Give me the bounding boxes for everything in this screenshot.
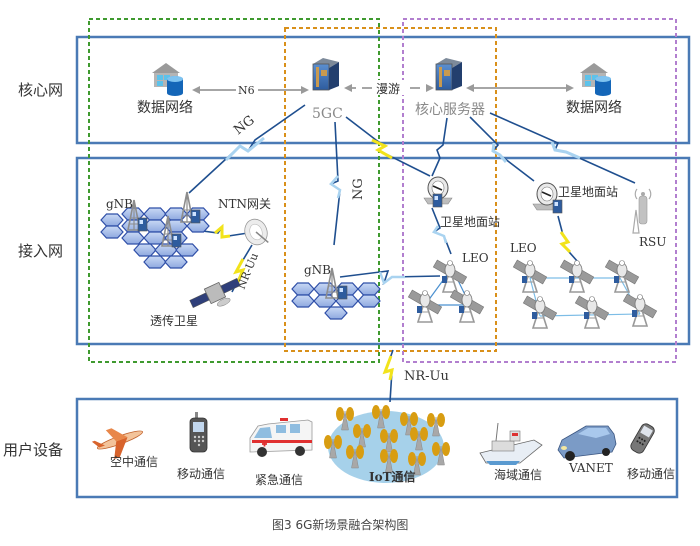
region-purple-dashed — [402, 18, 677, 363]
ground-station-1-label: 卫星地面站 — [440, 215, 500, 229]
layer-label-access: 接入网 — [18, 242, 63, 260]
user-device-label-vanet: VANET — [568, 461, 613, 475]
5gc-server-icon — [312, 57, 340, 91]
transparent-satellite-icon — [189, 278, 241, 308]
user-device-label-ambulance: 紧急通信 — [255, 472, 303, 487]
data-network-right-label: 数据网络 — [566, 100, 622, 116]
core-network-layer — [75, 35, 691, 145]
gnb-left-label: gNB — [106, 197, 133, 211]
roaming-label: 漫游 — [376, 82, 400, 96]
leo-satellite-icon — [512, 259, 548, 293]
access-network-layer — [75, 156, 691, 346]
layer-label-core: 核心网 — [18, 81, 63, 99]
data-network-right-icon — [580, 63, 611, 96]
leo-satellite-icon — [574, 295, 610, 329]
data-network-left-label: 数据网络 — [137, 100, 193, 116]
region-green-dashed — [88, 18, 380, 363]
leo-satellite-icon — [407, 289, 443, 323]
region-orange-dashed — [284, 27, 497, 352]
data-network-left-icon — [152, 63, 183, 96]
user-device-label-iot: IoT通信 — [369, 469, 416, 484]
layer-label-user: 用户设备 — [3, 441, 63, 459]
ntn-gateway-label: NTN网关 — [218, 197, 271, 211]
gnb-center-label: gNB — [304, 263, 331, 277]
core-to-rsu-link — [489, 112, 636, 184]
leo-satellite-icon — [449, 289, 485, 323]
rsu-icon — [632, 188, 652, 234]
leo-satellite-icon — [559, 259, 595, 293]
rsu-label: RSU — [639, 235, 666, 249]
user-device-label-airplane: 空中通信 — [110, 454, 158, 469]
nr-uu-label: NR-Uu — [404, 369, 449, 384]
user-device-layer — [75, 397, 679, 499]
core-server-label: 核心服务器 — [415, 102, 485, 118]
n6-arrowhead-left — [192, 86, 200, 94]
ng-label-left: NG — [231, 113, 257, 138]
leo-1-label: LEO — [462, 251, 489, 265]
5gc-to-ground-station-link — [345, 116, 431, 177]
user-device-label-mobile-1: 移动通信 — [177, 467, 225, 481]
core-to-ground-station-2-link — [469, 116, 535, 182]
core-to-ground-station-1-link — [431, 117, 448, 177]
transparent-satellite-label: 透传卫星 — [150, 313, 198, 328]
flip-phone-icon — [630, 423, 655, 454]
ground-station-2-label: 卫星地面站 — [558, 185, 618, 199]
ship-icon — [479, 422, 543, 465]
figure-caption: 图3 6G新场景融合架构图 — [272, 517, 408, 532]
5gc-label: 5GC — [312, 106, 343, 122]
user-device-label-flip-phone: 移动通信 — [627, 467, 675, 481]
airplane-icon — [91, 428, 143, 460]
ground-station-1-icon — [423, 176, 453, 208]
ground-station-2-to-leo-link — [557, 215, 579, 263]
ntn-gateway-dish-icon — [244, 218, 269, 246]
leo-2-label: LEO — [510, 241, 537, 255]
mobile-phone-icon — [189, 412, 208, 453]
leo-satellite-icon — [622, 293, 658, 327]
user-device-label-ship: 海域通信 — [494, 467, 542, 482]
car-icon — [557, 425, 617, 461]
core-server-icon — [435, 57, 463, 91]
n6-label: N6 — [238, 84, 255, 97]
ambulance-icon — [249, 418, 313, 457]
ng-label-center: NG — [351, 178, 366, 200]
leo-satellite-icon — [522, 295, 558, 329]
n6-arrowhead-right — [301, 86, 309, 94]
leo-satellite-icon — [604, 259, 640, 293]
